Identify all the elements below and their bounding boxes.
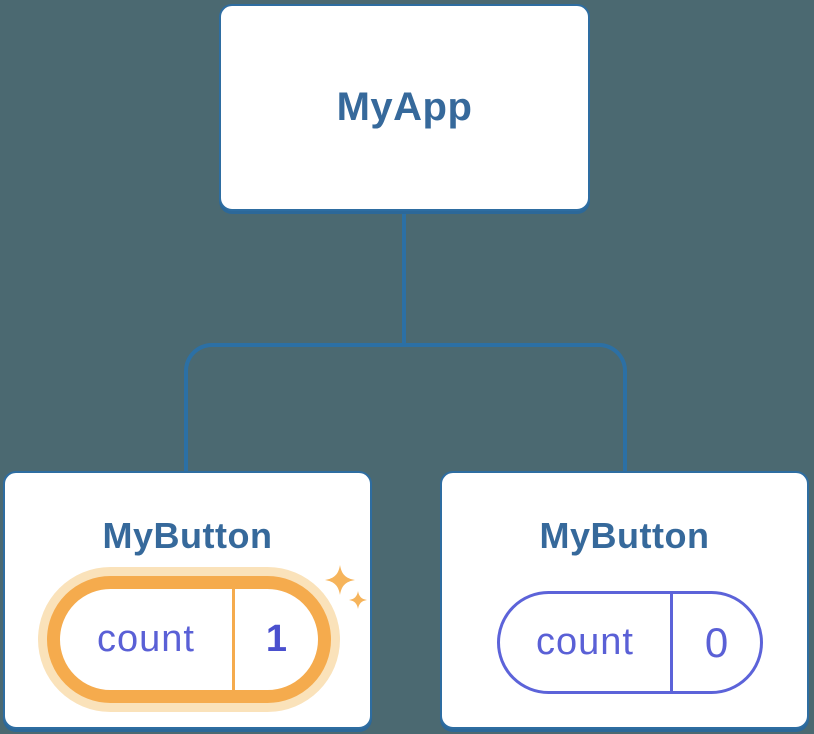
node-label-myapp: MyApp [336, 85, 473, 129]
node-label-mybutton-right: MyButton [539, 515, 710, 556]
state-key-label: count [536, 621, 634, 663]
tree-node-mybutton-left: MyButton count 1 [3, 471, 372, 729]
tree-node-mybutton-right: MyButton count 0 [440, 471, 809, 729]
state-pill-plain: count 0 [497, 591, 763, 694]
tree-node-myapp: MyApp [219, 4, 590, 211]
connector-branch-bracket [184, 343, 627, 472]
connector-root-stem [402, 211, 406, 344]
state-value: 0 [704, 618, 729, 666]
node-label-mybutton-left: MyButton [102, 515, 273, 556]
state-key-label: count [97, 618, 195, 660]
state-pill-highlighted: count 1 [47, 576, 331, 703]
pill-divider [670, 594, 673, 691]
state-value: 1 [265, 618, 288, 660]
pill-divider [232, 589, 235, 690]
